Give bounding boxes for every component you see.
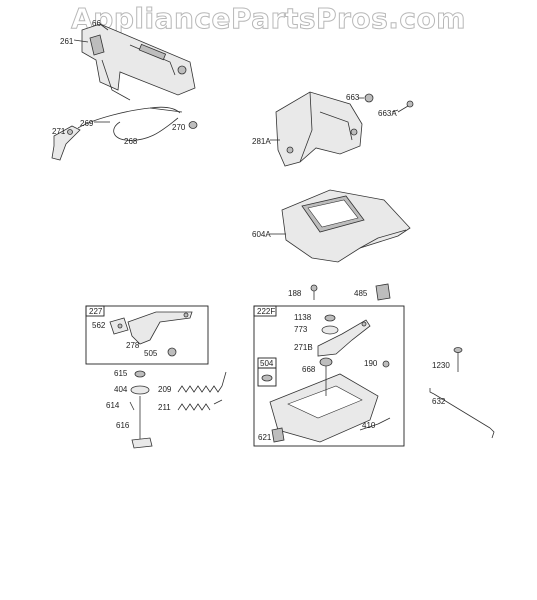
part-668-washer[interactable] <box>319 357 333 367</box>
part-621-clip[interactable] <box>271 427 285 443</box>
part-615-washer[interactable] <box>134 370 146 378</box>
label-615: 615 <box>114 369 128 378</box>
part-632-rod[interactable] <box>429 388 495 439</box>
label-281a: 281A <box>252 137 271 146</box>
label-1138: 1138 <box>294 313 312 322</box>
part-211-spring[interactable] <box>177 399 223 411</box>
label-box-504: 504 <box>260 359 274 368</box>
part-1230-bolt[interactable] <box>453 347 463 373</box>
label-663a: 663A <box>378 109 397 118</box>
label-1230: 1230 <box>432 361 450 370</box>
part-616-shaft[interactable] <box>131 396 153 449</box>
label-773: 773 <box>294 325 308 334</box>
part-604a-cover[interactable] <box>281 189 411 263</box>
box-504 <box>257 357 277 387</box>
part-190-screw[interactable] <box>382 360 390 368</box>
label-505: 505 <box>144 349 158 358</box>
label-614: 614 <box>106 401 120 410</box>
label-188: 188 <box>288 289 302 298</box>
watermark: AppliancePartsPros.com <box>71 2 466 36</box>
label-271: 271 <box>52 127 66 136</box>
label-268: 268 <box>124 137 138 146</box>
group-222f-box <box>253 305 405 447</box>
label-632: 632 <box>432 397 446 406</box>
part-505-nut[interactable] <box>167 347 177 357</box>
part-278-lever[interactable] <box>127 311 193 345</box>
label-66: 66 <box>92 19 101 28</box>
part-773-washer[interactable] <box>321 325 339 335</box>
group-227-box <box>85 305 209 365</box>
part-562-link[interactable] <box>109 317 129 335</box>
label-261: 261 <box>60 37 74 46</box>
label-box-222f: 222F <box>257 307 275 316</box>
label-562: 562 <box>92 321 106 330</box>
part-404-washer[interactable] <box>130 385 150 395</box>
label-410: 410 <box>362 421 376 430</box>
part-410-spring[interactable] <box>359 417 391 431</box>
part-control-bracket-plate[interactable] <box>269 366 379 443</box>
label-270: 270 <box>172 123 186 132</box>
label-604a: 604A <box>252 230 271 239</box>
part-271-lever[interactable] <box>51 125 81 161</box>
label-211: 211 <box>158 403 171 412</box>
label-269: 269 <box>80 119 94 128</box>
part-261-bracket[interactable] <box>81 23 196 101</box>
label-278: 278 <box>126 341 140 350</box>
part-1138-bushing[interactable] <box>324 314 336 322</box>
label-box-227: 227 <box>89 307 103 316</box>
label-616: 616 <box>116 421 130 430</box>
label-668: 668 <box>302 365 316 374</box>
part-485-clip[interactable] <box>375 283 391 301</box>
label-209: 209 <box>158 385 172 394</box>
label-621: 621 <box>258 433 272 442</box>
part-281a-shroud[interactable] <box>275 91 363 167</box>
part-270-nut[interactable] <box>188 121 198 129</box>
part-209-spring[interactable] <box>177 371 227 393</box>
part-188-screw[interactable] <box>310 284 318 300</box>
label-404: 404 <box>114 385 128 394</box>
part-271b-lever[interactable] <box>317 319 371 357</box>
label-190: 190 <box>364 359 378 368</box>
leader-lines <box>73 23 399 235</box>
label-485: 485 <box>354 289 368 298</box>
part-614-pin[interactable] <box>129 401 135 411</box>
part-268-cable[interactable] <box>77 106 183 141</box>
label-663: 663 <box>346 93 360 102</box>
label-271b: 271B <box>294 343 313 352</box>
part-663-bolt[interactable] <box>364 93 374 103</box>
part-663a-screw[interactable] <box>397 100 414 113</box>
